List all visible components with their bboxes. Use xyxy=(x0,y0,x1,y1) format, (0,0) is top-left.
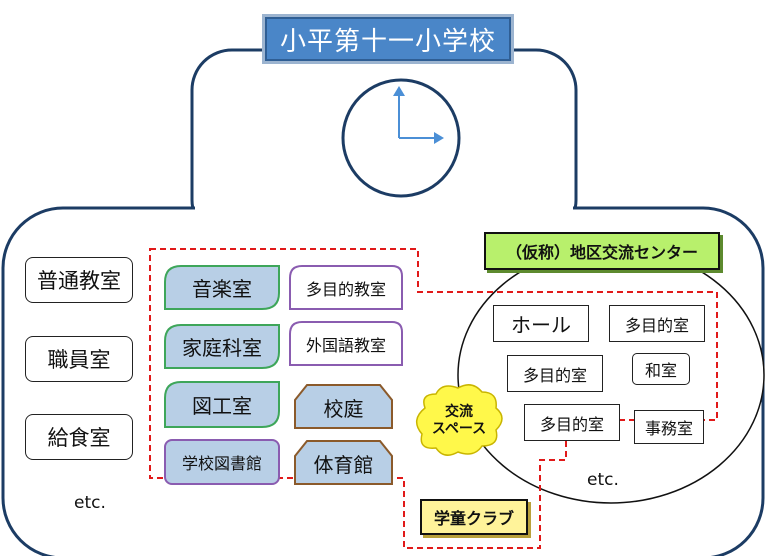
room-japanese: 和室 xyxy=(632,353,690,385)
room-shape-foreign-language xyxy=(289,321,403,366)
after-school-club-label: 学童クラブ xyxy=(420,499,528,535)
room-foreign-language: 外国語教室 xyxy=(305,335,386,355)
room-office: 事務室 xyxy=(634,410,704,444)
room-music: 音楽室 xyxy=(192,277,252,301)
room-library: 学校図書館 xyxy=(181,454,262,473)
community-center-label: （仮称）地区交流センター xyxy=(484,232,720,270)
room-shape-home-economics xyxy=(164,324,280,369)
room-shape-crafts xyxy=(164,381,280,428)
room-shape-library xyxy=(164,439,280,485)
room-crafts: 図工室 xyxy=(192,394,252,418)
room-multi-purpose-2: 多目的室 xyxy=(507,355,603,392)
exchange-space-line-2: スペース xyxy=(431,421,487,437)
room-multi-purpose-3: 多目的室 xyxy=(524,404,620,441)
left-etc: etc. xyxy=(74,493,106,513)
room-shape-multi-purpose-classroom xyxy=(289,265,403,310)
room-gym: 体育館 xyxy=(313,452,374,477)
building-seam xyxy=(195,206,573,214)
room-hall: ホール xyxy=(493,305,589,342)
exchange-space-label: 交流 スペース xyxy=(420,404,498,438)
clock-minute-arrow xyxy=(393,86,405,96)
school-title: 小平第十一小学校 xyxy=(262,14,514,64)
room-shape-gym xyxy=(294,440,393,485)
room-multi-purpose-classroom: 多目的教室 xyxy=(305,279,386,299)
exchange-space-cloud xyxy=(416,384,503,456)
room-multi-purpose-1: 多目的室 xyxy=(609,305,705,342)
shared-area-dashed-outline xyxy=(149,248,718,549)
community-center-circle xyxy=(457,246,765,504)
room-staff-room: 職員室 xyxy=(25,336,133,382)
room-kitchen: 給食室 xyxy=(25,414,133,460)
room-home-economics: 家庭科室 xyxy=(182,336,262,360)
room-schoolyard: 校庭 xyxy=(323,396,364,421)
clock-hour-arrow xyxy=(434,132,444,144)
room-shape-music xyxy=(164,265,280,310)
community-center-etc: etc. xyxy=(587,470,619,490)
room-regular-classroom: 普通教室 xyxy=(25,257,133,303)
exchange-space-line-1: 交流 xyxy=(445,404,473,420)
room-shape-schoolyard xyxy=(294,384,393,429)
